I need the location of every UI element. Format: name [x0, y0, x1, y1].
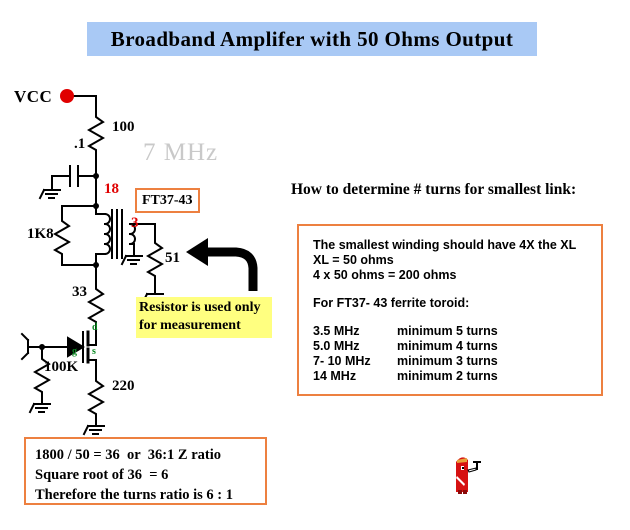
secondary-turn-2: [128, 232, 136, 246]
fet-gate-pin-label: g: [72, 346, 77, 357]
wire-primary-out: [95, 253, 106, 266]
gnd-220-slash: [82, 424, 90, 436]
resistor-33-label: 33: [72, 284, 87, 300]
input-terminal-hook-top: [20, 332, 30, 342]
turns-freq: 7- 10 MHz: [313, 354, 371, 368]
turns-freq: 14 MHz: [313, 369, 357, 383]
resistor-220-label: 220: [112, 378, 135, 394]
page-title-banner: Broadband Amplifer with 50 Ohms Output: [87, 22, 537, 56]
turns-value: minimum 4 turns: [397, 339, 498, 353]
resistor-1k8-symbol: [52, 217, 72, 263]
primary-turns-label: 18: [104, 181, 119, 197]
node-dot-gate: [39, 344, 45, 350]
gnd-100k-slash: [28, 402, 36, 414]
turns-freq: 5.0 MHz: [313, 339, 360, 353]
toroid-core-label: FT37-43: [142, 193, 193, 208]
vcc-supply-dot: [60, 89, 74, 103]
secondary-turns-label: 3: [131, 215, 139, 231]
turns-table-row: 14 MHz minimum 2 turns: [313, 369, 601, 384]
spacer-1: [313, 283, 601, 296]
ratio-line-3: Therefore the turns ratio is 6 : 1: [35, 487, 234, 503]
resistor-measurement-note: Resistor is used only for measurement: [136, 297, 272, 338]
turns-table-row: 3.5 MHz minimum 5 turns: [313, 324, 601, 339]
node-dot-primary-bottom: [93, 262, 99, 268]
resistor-100-symbol: [86, 113, 106, 161]
spacer-2: [313, 311, 601, 324]
resistor-note-line-1: Resistor is used only: [139, 300, 261, 315]
page-title: Broadband Amplifer with 50 Ohms Output: [110, 26, 514, 51]
turns-freq: 3.5 MHz: [313, 324, 360, 338]
wire-vcc-rail: [69, 95, 97, 115]
resistor-100k-label: 100K: [44, 359, 79, 375]
wire-1k8-to-bottom-node: [61, 261, 97, 266]
wire-to-1k8-top: [61, 205, 97, 219]
fet-drain-pin-label: d: [92, 322, 98, 333]
wire-source: [87, 359, 97, 379]
turns-line-2: XL = 50 ohms: [313, 253, 394, 267]
turns-info-box: The smallest winding should have 4X the …: [297, 224, 603, 396]
frequency-watermark: 7 MHz: [143, 139, 219, 166]
turns-value: minimum 3 turns: [397, 354, 498, 368]
resistor-51-label: 51: [165, 250, 180, 266]
turns-value: minimum 5 turns: [397, 324, 498, 338]
ratio-line-2: Square root of 36 = 6: [35, 467, 169, 483]
primary-turn-1: [103, 212, 111, 226]
resistor-note-line-2: for measurement: [139, 318, 241, 333]
wire-secondary-bottom: [129, 243, 135, 257]
impedance-ratio-box: 1800 / 50 = 36 or 36:1 Z ratio Square ro…: [24, 437, 267, 505]
turns-table-row: 7- 10 MHz minimum 3 turns: [313, 354, 601, 369]
vcc-label: VCC: [14, 87, 53, 106]
gnd-cap-slash: [38, 188, 46, 200]
node-dot-cap: [93, 173, 99, 179]
primary-turn-3: [103, 232, 111, 246]
turns-value: minimum 2 turns: [397, 369, 498, 383]
toroid-heading: For FT37- 43 ferrite toroid:: [313, 296, 470, 310]
resistor-100-label: 100: [112, 119, 135, 135]
gnd-sec-slash: [120, 254, 128, 266]
primary-turn-2: [103, 222, 111, 236]
turns-line-1: The smallest winding should have 4X the …: [313, 238, 577, 252]
ratio-line-1: 1800 / 50 = 36 or 36:1 Z ratio: [35, 447, 222, 463]
toroid-core-callout: FT37-43: [135, 188, 200, 213]
primary-turn-4: [103, 242, 111, 256]
resistor-220-symbol: [86, 377, 106, 421]
resistor-1k8-label: 1K8: [27, 226, 54, 242]
turns-table-row: 5.0 MHz minimum 4 turns: [313, 339, 601, 354]
turns-line-3: 4 x 50 ohms = 200 ohms: [313, 268, 457, 282]
howto-heading: How to determine # turns for smallest li…: [291, 181, 577, 198]
fet-source-pin-label: s: [92, 346, 96, 357]
callout-arrow: [186, 238, 258, 291]
resistor-51-symbol: [145, 239, 165, 287]
mascot-icon: [456, 457, 481, 494]
wire-cap-left-to-gnd: [51, 175, 71, 191]
input-terminal-hook-bottom: [20, 351, 30, 361]
node-dot-primary-top: [93, 203, 99, 209]
capacitor-point1-label: .1: [74, 136, 86, 152]
